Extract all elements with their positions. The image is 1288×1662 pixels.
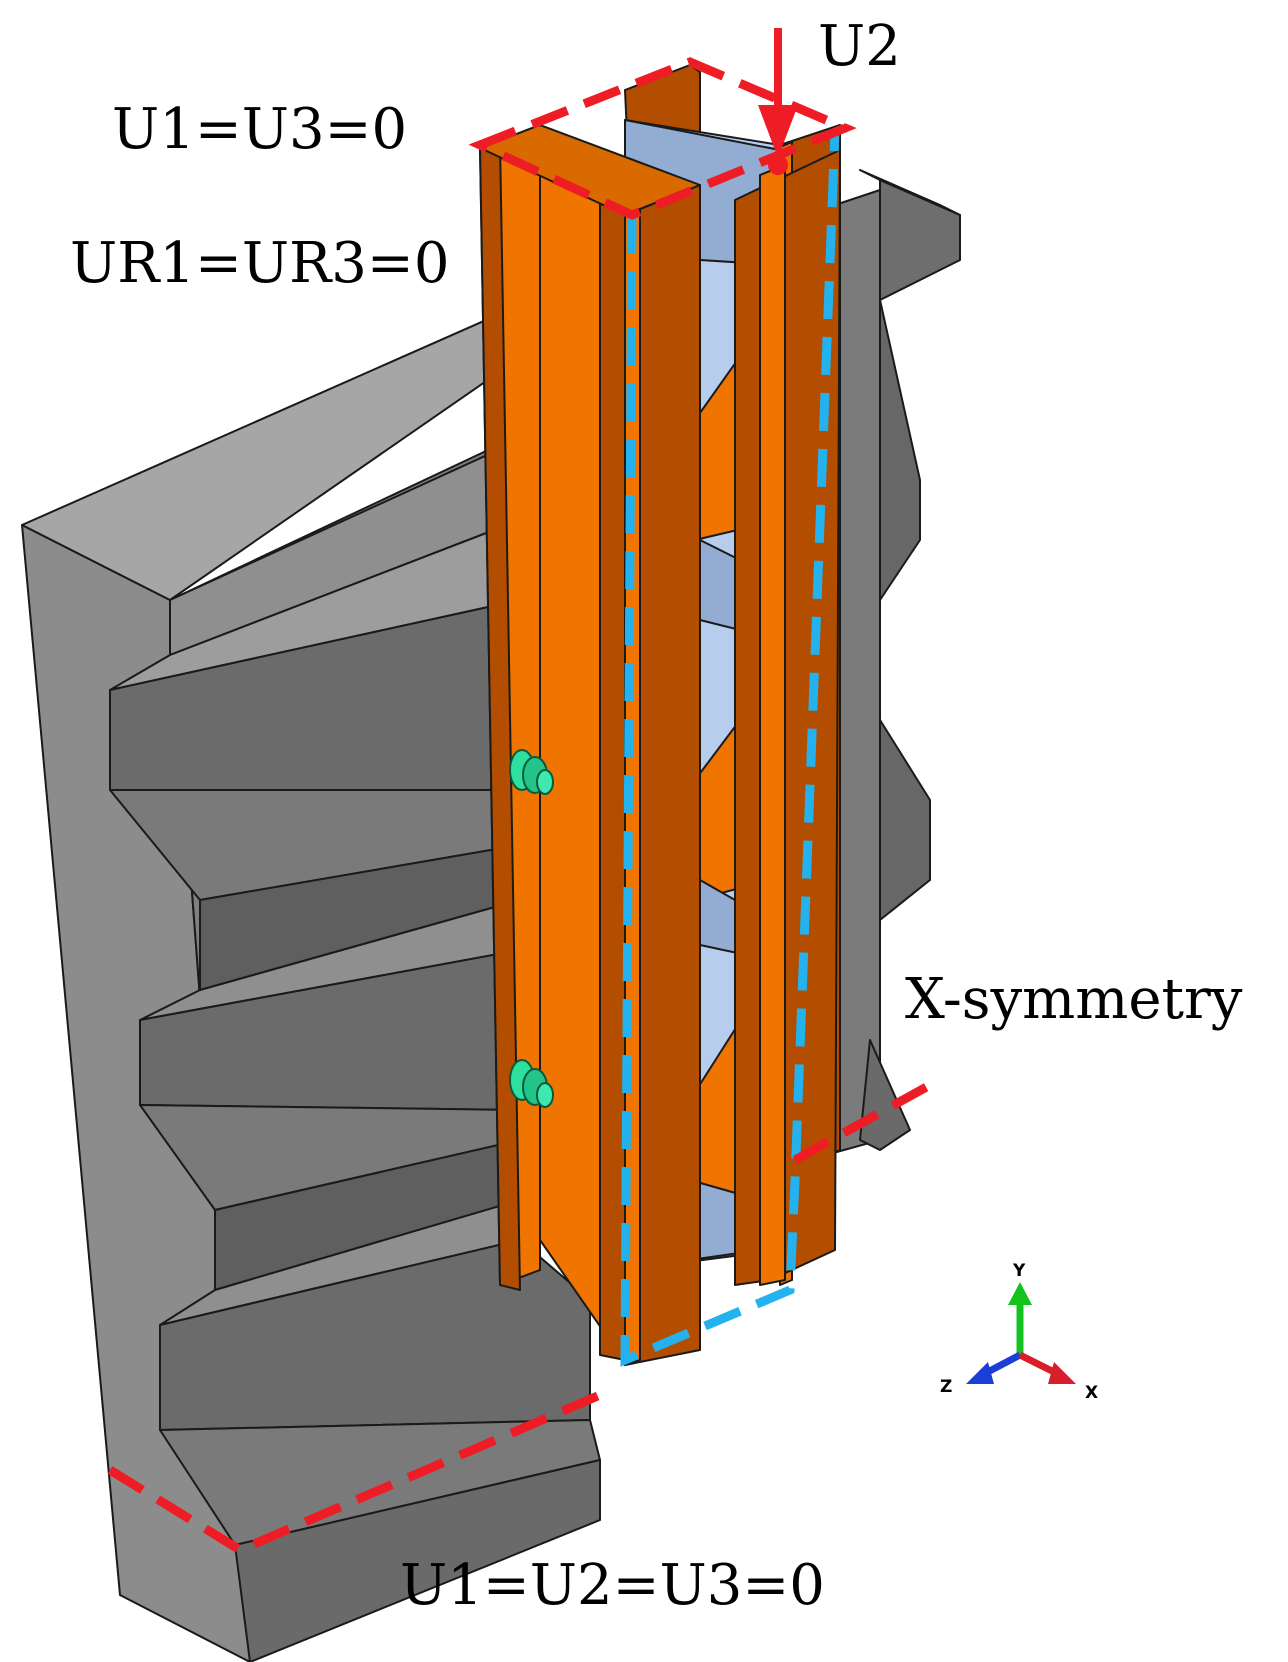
axis-x-label: X — [1085, 1383, 1098, 1403]
steel-built-up-column — [479, 64, 841, 1366]
front-right-flange — [734, 149, 841, 1286]
wall-base-front — [234, 1459, 601, 1662]
wall-right-rib-4 — [859, 1039, 911, 1151]
wall-right-rib-1-top — [859, 169, 961, 216]
axis-z-arrow-icon — [966, 1362, 994, 1384]
bolt-lower — [509, 1059, 554, 1108]
bolt-upper — [509, 749, 554, 795]
top-translation-bc-label: U1=U3=0 — [112, 97, 407, 162]
top-coupling-outline — [468, 57, 857, 220]
axis-y-arrow-icon — [1008, 1282, 1032, 1305]
wall-right-rib-2 — [879, 299, 921, 601]
symmetry-outline — [620, 129, 840, 1367]
load-label: U2 — [818, 14, 901, 79]
base-bc-label: U1=U2=U3=0 — [400, 1553, 825, 1618]
load-arrow — [758, 28, 798, 175]
axis-y-label: Y — [1012, 1261, 1026, 1281]
front-right-flange-face — [759, 164, 786, 1286]
symmetry-label: X-symmetry — [905, 967, 1243, 1032]
base-fixed-outline — [107, 1081, 933, 1556]
left-web-inner — [599, 199, 626, 1361]
wall-right-rib-3 — [879, 719, 931, 921]
axis-z-label: Z — [940, 1377, 952, 1397]
rib-3-front — [159, 1239, 591, 1431]
bolts — [509, 749, 554, 1108]
axis-triad: Y Z X — [940, 1261, 1098, 1403]
top-rotation-bc-label: UR1=UR3=0 — [70, 231, 449, 296]
axis-x-arrow-icon — [1048, 1362, 1076, 1384]
